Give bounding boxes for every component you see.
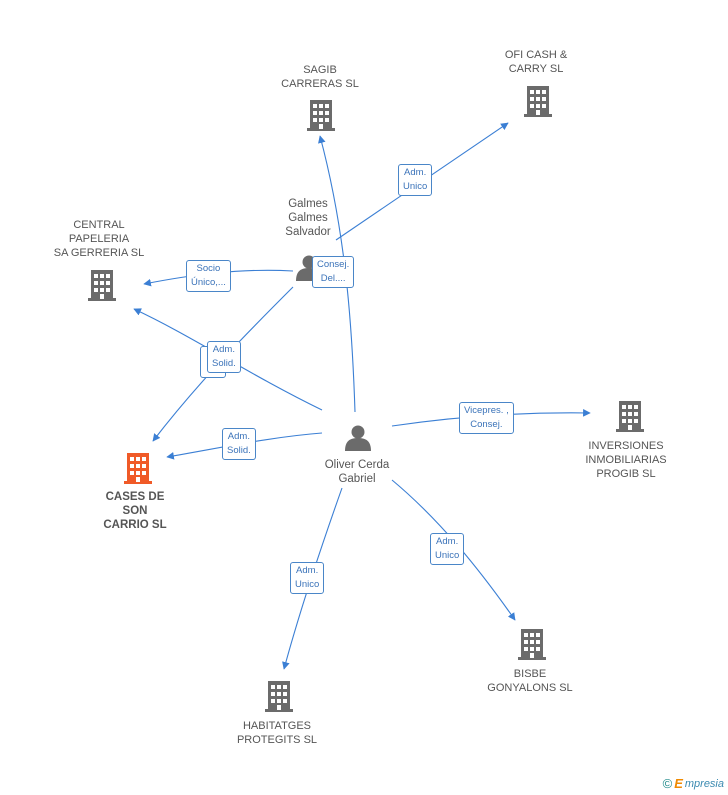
building-icon [88,270,116,301]
node-label-inversiones[interactable]: INVERSIONES INMOBILIARIAS PROGIB SL [585,440,667,480]
node-label-habitatges[interactable]: HABITATGES PROTEGITS SL [236,720,318,746]
building-icon-main [124,453,152,484]
edge-label-oliver-inversiones[interactable]: Vicepres. , Consej. [459,402,514,434]
edge-label-oliver-habitatges[interactable]: Adm. Unico [290,562,325,594]
node-label-cases[interactable]: CASES DE SON CARRIO SL [103,491,167,531]
empresia-logo-text: mpresia [684,777,724,790]
edge-label-oliver-cases[interactable]: Adm. Solid. [222,428,256,460]
empresia-logo-initial: E [674,776,683,791]
node-label-central[interactable]: CENTRAL PAPELERIA SA GERRERIA SL [53,219,145,259]
building-icon [616,401,644,432]
edge-label-galmes-central[interactable]: Socio Único,... [186,260,231,292]
copyright-icon: © [662,776,673,791]
edge-label-oliver-sagib[interactable]: Consej. Del.... [312,256,355,288]
node-label-oficash[interactable]: OFI CASH & CARRY SL [504,49,568,75]
building-icon [307,100,335,131]
edge-label-solid-a[interactable]: Adm. Solid. [207,341,241,373]
building-icon [265,681,293,712]
node-label-oliver[interactable]: Oliver Cerda Gabriel [324,459,390,485]
edge-label-galmes-oficash[interactable]: Adm. Unico [398,164,433,196]
edge-label-oliver-bisbe[interactable]: Adm. Unico [430,533,465,565]
person-icon [345,425,371,451]
node-label-sagib[interactable]: SAGIB CARRERAS SL [281,64,359,90]
node-label-bisbe[interactable]: BISBE GONYALONS SL [487,668,573,694]
building-icon [518,629,546,660]
node-label-galmes[interactable]: Galmes Galmes Salvador [285,198,331,238]
building-icon [524,86,552,117]
